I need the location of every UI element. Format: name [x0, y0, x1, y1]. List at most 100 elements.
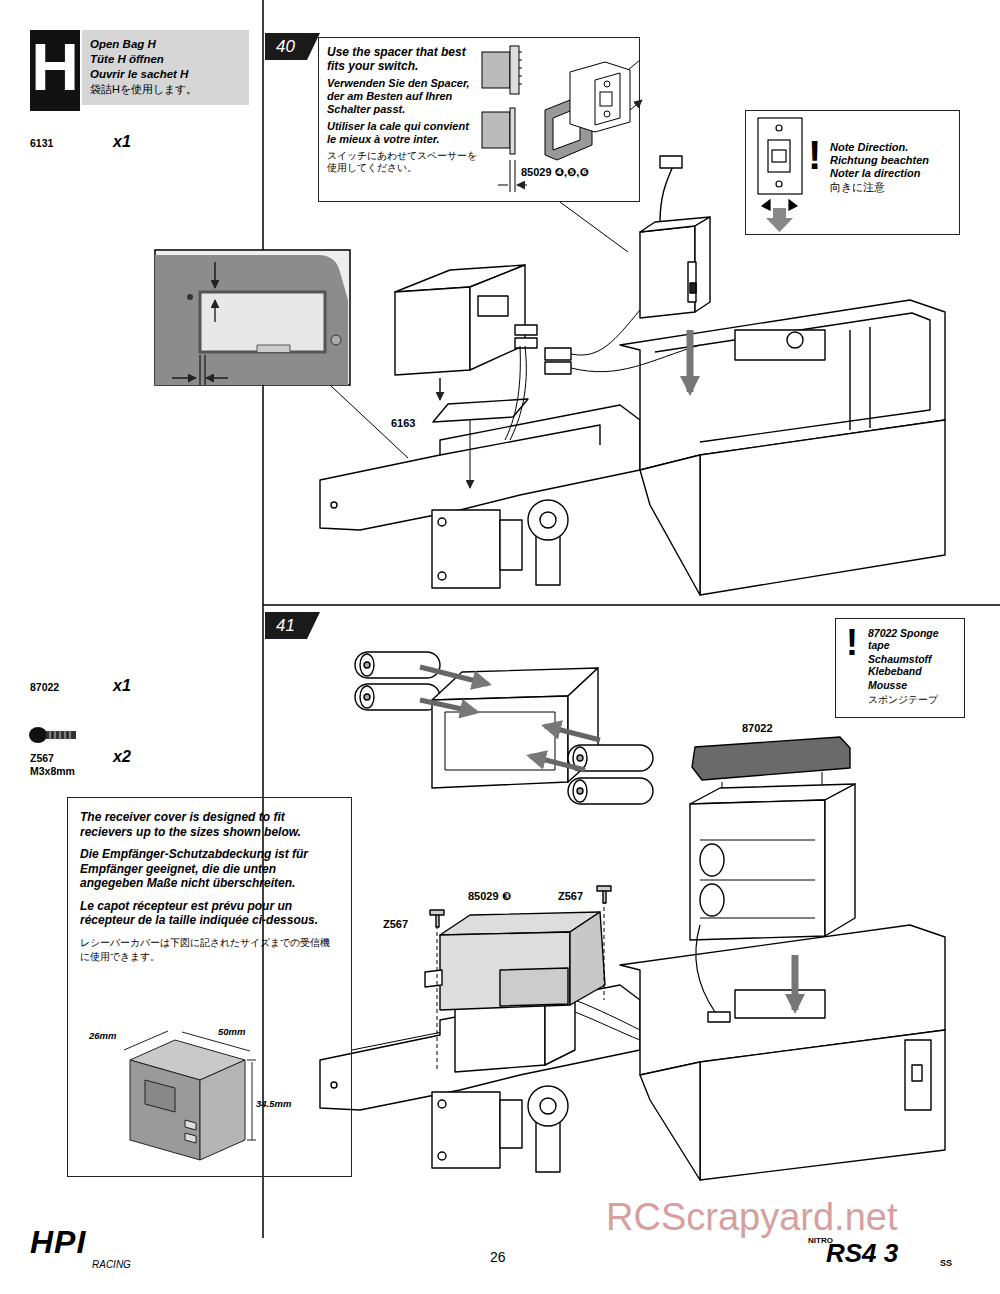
radio-tray-step41	[700, 844, 724, 876]
radio-tray-step40	[850, 327, 870, 430]
radio-tray-step40	[787, 332, 803, 348]
radio-tray-step41	[360, 686, 374, 708]
radio-tray-step41	[445, 712, 555, 770]
part-number: Z567	[558, 890, 583, 902]
radio-tray-step40	[439, 378, 440, 400]
radio-tray-step40	[395, 287, 470, 375]
bag-instruction: Ouvrir le sachet H	[90, 67, 241, 82]
part-number: 87022	[742, 722, 773, 734]
radio-tray-step41	[425, 970, 442, 987]
radio-tray-step40	[331, 502, 337, 508]
watermark: RCScrapyard.net	[606, 1196, 897, 1239]
radio-tray-step41	[575, 1000, 640, 1040]
radio-tray-step41	[528, 1086, 568, 1126]
page-dividers	[263, 0, 1000, 1238]
radio-tray-step41	[573, 780, 587, 802]
radio-tray-step40	[438, 572, 446, 580]
spacer-callout: Use the spacer that best fits your switc…	[318, 37, 640, 202]
callout-note: Verwenden Sie den Spacer, der am Besten …	[327, 77, 477, 116]
callout-note: Use the spacer that best fits your switc…	[327, 45, 477, 73]
radio-tray-step41	[430, 910, 444, 927]
inset-detail	[172, 377, 196, 378]
radio-tray-step40	[545, 362, 571, 374]
warning-text: スポンジテープ	[868, 693, 960, 706]
dimension-label: 34.5mm	[256, 1098, 291, 1109]
spacer-detail	[519, 52, 522, 84]
radio-tray-step41	[360, 654, 374, 676]
radio-tray-step41	[364, 662, 370, 668]
switch-direction-figure	[758, 118, 802, 232]
radio-tray-step41	[568, 778, 653, 804]
radio-tray-step40	[655, 313, 930, 442]
spacer-detail	[498, 185, 527, 186]
radio-tray-step41	[530, 756, 585, 770]
screw-icon	[29, 727, 76, 743]
quantity: x2	[113, 748, 131, 766]
radio-tray-step41	[545, 726, 600, 740]
radio-tray-step40	[540, 512, 556, 528]
page-dividers	[263, 604, 1000, 606]
radio-tray-step41	[420, 700, 476, 712]
bag-letter: H	[30, 30, 80, 105]
quantity: x1	[113, 133, 131, 151]
step-tab: 41	[265, 612, 320, 645]
leader-line	[560, 202, 628, 252]
radio-tray-step40	[700, 420, 945, 595]
warning-mark: !	[808, 135, 821, 175]
inset-detail	[214, 262, 215, 288]
radio-tray-step41	[438, 1152, 446, 1160]
note-text: Die Empfänger-Schutzabdeckung ist für Em…	[80, 847, 339, 891]
receiver-size-figure	[252, 1062, 253, 1140]
radio-tray-step40	[515, 325, 537, 335]
leader-line	[330, 202, 628, 1050]
spacer-detail	[510, 46, 519, 94]
radio-tray-step40	[695, 217, 710, 312]
part-number: 87022	[30, 681, 59, 693]
bag-instruction: Open Bag H	[90, 37, 241, 52]
radio-tray-step41	[432, 696, 568, 788]
inset-detail	[155, 250, 350, 385]
brand-logo: RACING	[92, 1259, 131, 1270]
receiver-size-note: The receiver cover is designed to fit re…	[67, 797, 352, 1177]
switch-direction-figure	[758, 118, 802, 194]
radio-tray-step40	[500, 520, 522, 570]
part-number: 85029 ❹,❺,❻	[521, 166, 589, 179]
spacer-detail	[604, 81, 610, 87]
warning-text: Mousse	[868, 679, 960, 691]
radio-tray-step41	[500, 968, 568, 1006]
direction-note: !Note Direction.Richtung beachtenNoter l…	[745, 110, 960, 235]
note-text: Le capot récepteur est prévu pour un réc…	[80, 899, 339, 928]
radio-tray-step40	[571, 310, 700, 372]
warning-text: Noter la direction	[830, 167, 953, 180]
note-text: レシーバーカバーは下図に記されたサイズまでの受信機に使用できます。	[80, 936, 339, 964]
inset-detail	[187, 294, 193, 300]
inset-detail	[155, 255, 348, 385]
radio-tray-step41	[825, 784, 855, 936]
spacer-detail	[482, 112, 510, 148]
radio-tray-step40	[687, 330, 694, 392]
callout-note: スイッチにあわせてスペーサーを使用してください。	[327, 150, 477, 174]
part-number: 6163	[391, 417, 415, 429]
part-number: Z567	[30, 752, 54, 764]
radio-tray-step41	[355, 684, 440, 710]
radio-tray-step40	[470, 420, 471, 488]
radio-tray-step40	[640, 455, 700, 595]
radio-tray-step41	[640, 1062, 700, 1180]
warning-mark: !	[846, 625, 858, 661]
part-number: 85029 ❸	[468, 890, 511, 903]
spacer-detail	[482, 46, 642, 192]
receiver-size-figure	[124, 1031, 256, 1160]
receiver-size-figure	[130, 1060, 200, 1160]
bag-instruction-box: Open Bag HTüte H öffnenOuvrir le sachet …	[82, 30, 249, 105]
model-logo: RS4 3	[826, 1238, 898, 1269]
brand-logo: HPI	[30, 1224, 86, 1261]
radio-tray-step40	[438, 518, 446, 526]
warning-text: 87022 Sponge tape	[868, 627, 960, 651]
radio-tray-step41	[905, 1040, 931, 1110]
receiver-size-figure	[124, 1031, 168, 1050]
radio-tray-step41	[690, 800, 825, 940]
radio-tray-step41	[700, 884, 724, 916]
radio-tray-step41	[700, 840, 815, 918]
radio-tray-step41	[500, 1100, 522, 1148]
